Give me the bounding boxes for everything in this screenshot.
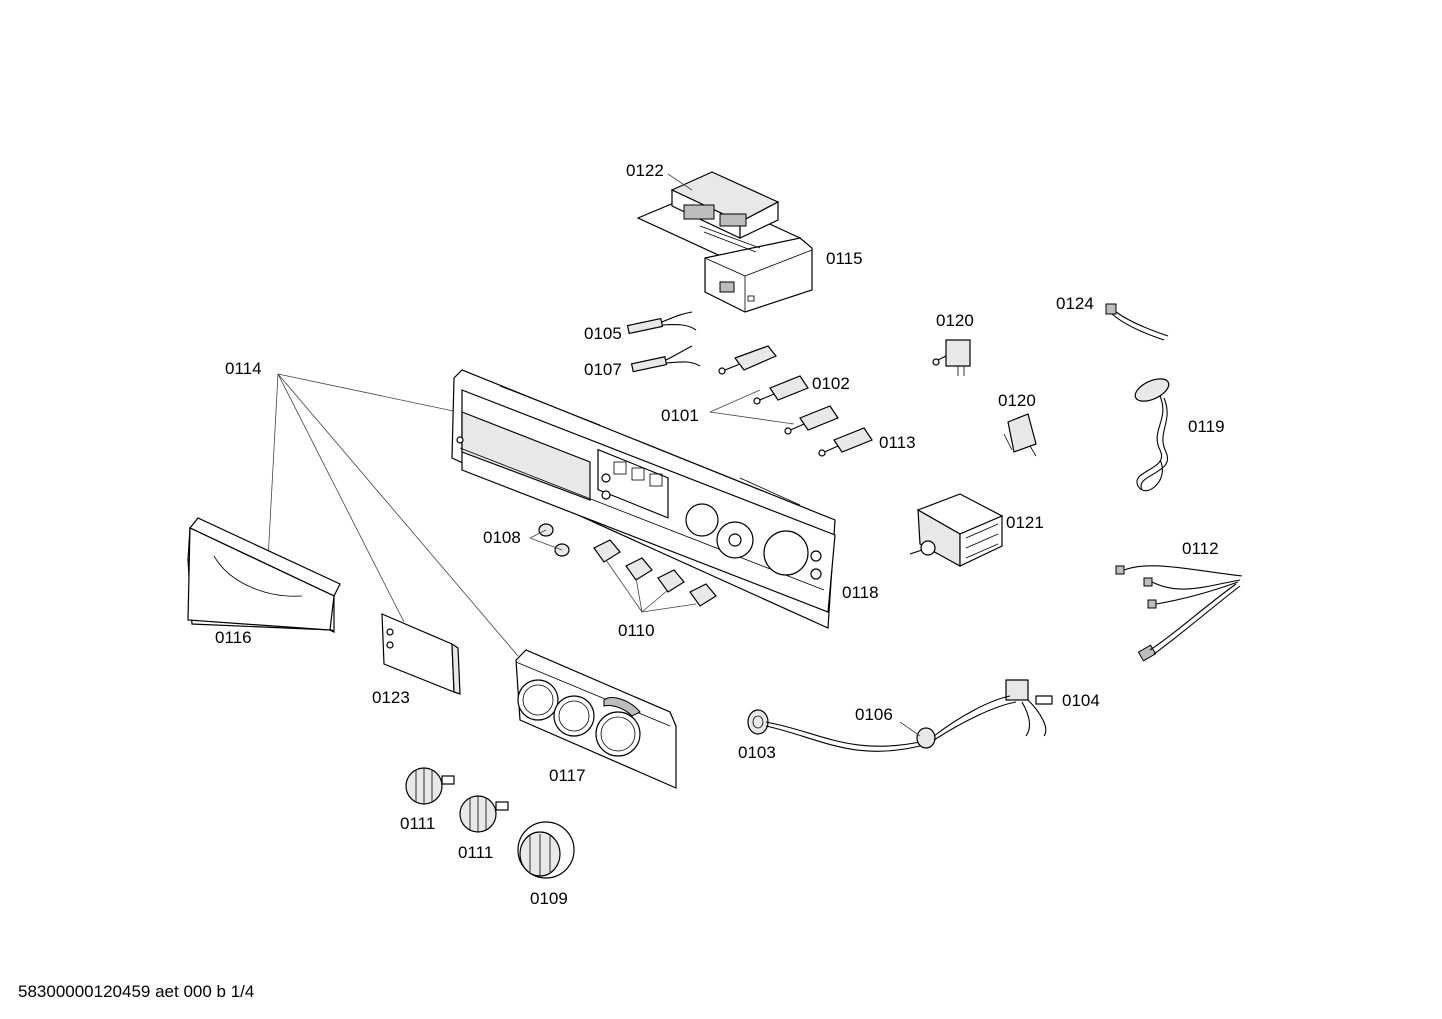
part-0123-cover-plate bbox=[381, 613, 461, 695]
part-0104-connector bbox=[933, 679, 1053, 741]
label-0110: 0110 bbox=[618, 621, 655, 640]
label-0114: 0114 bbox=[225, 359, 262, 378]
part-0117-knob-panel bbox=[515, 649, 677, 789]
document-id-footer: 58300000120459 aet 000 b 1/4 bbox=[18, 982, 255, 1001]
part-0102-switch bbox=[753, 375, 809, 405]
label-0105: 0105 bbox=[584, 324, 622, 343]
label-0109: 0109 bbox=[530, 889, 568, 908]
label-0107: 0107 bbox=[584, 360, 622, 379]
label-0123: 0123 bbox=[372, 688, 410, 707]
label-0106: 0106 bbox=[855, 705, 893, 724]
part-0103-pressure-switch bbox=[747, 709, 769, 735]
label-0122: 0122 bbox=[626, 161, 664, 180]
label-0108: 0108 bbox=[483, 528, 521, 547]
label-0103: 0103 bbox=[738, 743, 776, 762]
part-0113-switch bbox=[818, 427, 873, 457]
part-0116-drawer-front bbox=[187, 517, 341, 633]
label-0112: 0112 bbox=[1182, 539, 1219, 558]
part-0111-knob-a bbox=[405, 767, 455, 805]
part-0109-knob bbox=[517, 821, 575, 879]
part-0121-timer bbox=[909, 493, 1004, 568]
label-0102: 0102 bbox=[812, 374, 850, 393]
part-0112-wiring-harness bbox=[1115, 565, 1243, 662]
label-0124: 0124 bbox=[1056, 294, 1094, 313]
label-0115: 0115 bbox=[826, 249, 863, 268]
part-0110-button-caps bbox=[593, 539, 717, 607]
part-0124-cable bbox=[1105, 303, 1169, 341]
part-0107-lamp bbox=[630, 345, 701, 373]
label-0113: 0113 bbox=[879, 433, 916, 452]
label-0117: 0117 bbox=[549, 766, 586, 785]
label-0121: 0121 bbox=[1006, 513, 1044, 532]
label-0116: 0116 bbox=[215, 628, 252, 647]
part-0105-lamp bbox=[626, 311, 697, 335]
part-0120-potentiometer bbox=[932, 339, 971, 376]
part-0120-relay bbox=[1003, 413, 1037, 457]
label-0101: 0101 bbox=[661, 406, 699, 425]
label-0104: 0104 bbox=[1062, 691, 1100, 710]
label-0111-a: 0111 bbox=[400, 814, 436, 833]
part-0101-switch bbox=[718, 345, 777, 375]
label-0118: 0118 bbox=[842, 583, 879, 602]
part-0118-control-panel bbox=[451, 369, 836, 629]
label-0120-bottom: 0120 bbox=[998, 391, 1036, 410]
label-0119: 0119 bbox=[1188, 417, 1225, 436]
part-0119-mains-cable bbox=[1134, 378, 1170, 492]
part-0108-buttons bbox=[538, 523, 570, 557]
label-0111-b: 0111 bbox=[458, 843, 494, 862]
part-0106-hose bbox=[765, 721, 936, 752]
part-0122-control-board bbox=[670, 171, 780, 253]
part-0101b-switch bbox=[784, 405, 839, 435]
label-0120-top: 0120 bbox=[936, 311, 974, 330]
part-0111-knob-b bbox=[459, 795, 509, 833]
